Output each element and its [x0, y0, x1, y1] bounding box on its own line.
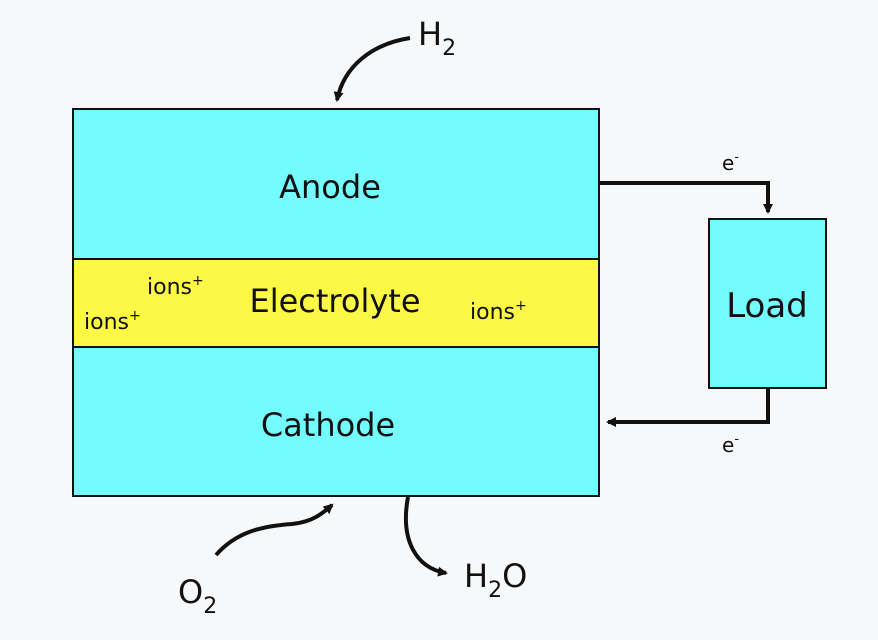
- load-block: [708, 218, 827, 389]
- cathode-block: [72, 346, 600, 497]
- oxygen-in-arrow: [214, 503, 334, 557]
- electron-label-bottom: e-: [722, 432, 739, 457]
- electron-wire-bottom: [606, 388, 770, 427]
- anode-block: [72, 108, 600, 260]
- hydrogen-in-arrow: [333, 36, 411, 102]
- electrolyte-block: [72, 258, 600, 348]
- oxygen-label: O2: [178, 573, 217, 619]
- electron-label-top: e-: [722, 150, 739, 175]
- electron-wire-top: [599, 181, 773, 214]
- load-label: Load: [726, 286, 808, 326]
- ion-label: ions+: [84, 308, 141, 335]
- ion-label: ions+: [470, 298, 527, 325]
- hydrogen-label: H2: [418, 15, 456, 61]
- ion-label: ions+: [147, 273, 204, 300]
- water-out-arrow: [403, 496, 448, 577]
- electrolyte-label: Electrolyte: [249, 282, 420, 320]
- cathode-label: Cathode: [261, 406, 395, 444]
- water-label: H2O: [464, 557, 527, 603]
- anode-label: Anode: [279, 168, 381, 206]
